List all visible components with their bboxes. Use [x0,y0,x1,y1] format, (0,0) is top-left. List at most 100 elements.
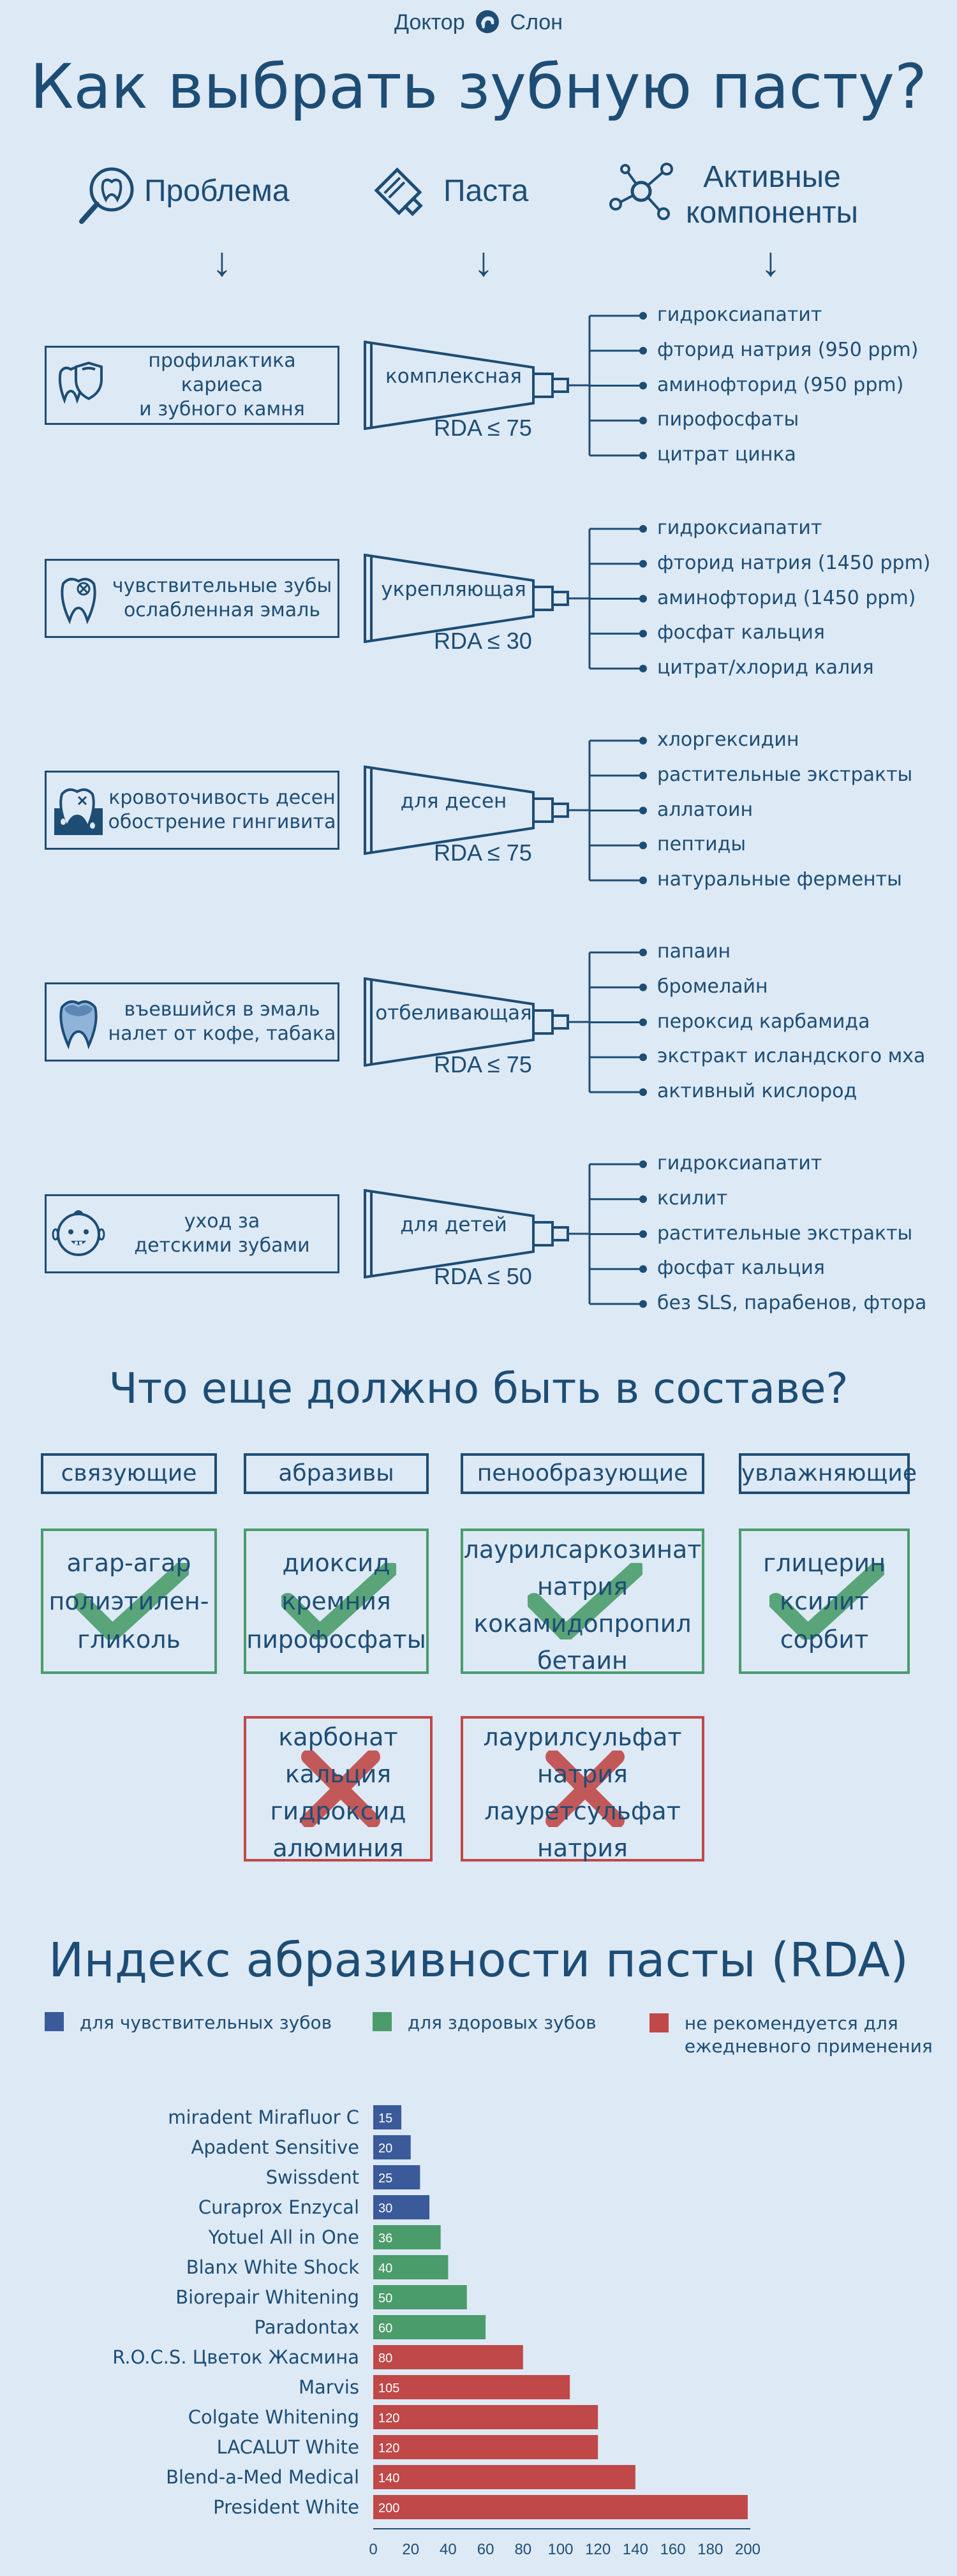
legend-label: для чувствительных зубов [79,2012,332,2033]
ingredient-name: кокамидопропил [473,1610,692,1638]
toothpaste-tube: укрепляющая [362,553,577,644]
rda-limit: RDA ≤ 50 [434,1263,532,1289]
legend-swatch [45,2012,64,2031]
ingredient-name: сорбит [780,1625,869,1654]
component-bracket [577,1160,647,1308]
bar-value-label: 40 [378,2261,392,2276]
tooth-shield-icon [58,361,103,404]
bar-value-label: 50 [378,2291,392,2306]
legend-label: не рекомендуется для ежедневного примене… [685,2012,933,2058]
bar-value-label: 36 [378,2232,392,2246]
check-icon [769,1563,884,1640]
problem-text-line: налет от кофе, табака [108,1023,336,1045]
x-tick-label: 20 [402,2541,419,2558]
toothpaste-tube: комплексная [362,340,577,431]
ingredient-category: увлажняющие [739,1453,917,1494]
component-bracket [577,737,647,884]
header-paste: Паста [443,174,529,208]
ingredient-name: ксилит [780,1587,869,1615]
ingredient-name: натрия [537,1760,628,1788]
legend-healthy: для здоровых зубов [373,2012,597,2033]
active-component-item: фосфат кальция [657,1257,825,1280]
ingredient-name: лаурилсульфат [483,1723,682,1751]
active-component-item: цитрат цинка [657,443,796,466]
paste-type-label: для десен [400,790,507,813]
rda-bar [373,2135,411,2159]
bleeding-gum-icon [54,788,103,835]
baby-face-icon [52,1210,105,1256]
header-active-components: Активные компоненты [676,159,868,231]
active-component-item: экстракт исландского мха [657,1045,926,1068]
x-tick-label: 40 [440,2541,457,2558]
active-component-item: фторид натрия (1450 ppm) [657,551,931,574]
paste-type-label: отбеливающая [375,1002,532,1025]
rda-bar [373,2345,523,2369]
component-bracket [577,312,647,459]
tube-outline-icon [364,977,577,1067]
header-active-line-1: Активные [703,160,841,194]
ingredient-category: абразивы [244,1453,429,1494]
ingredient-name: бетаин [537,1647,628,1675]
brand-label: Blend-a-Med Medical [166,2466,359,2488]
composition-title: Что еще должно быть в составе? [108,1364,849,1413]
problem-text-line: обострение гингивита [108,811,336,833]
active-component-item: растительные экстракты [657,763,913,786]
ingredient-name: гидроксид [270,1797,406,1825]
molecule-icon [609,163,673,220]
bar-value-label: 25 [378,2172,392,2186]
ingredient-category: связующие [41,1453,217,1494]
bar-value-label: 120 [378,2441,399,2455]
rda-title: Индекс абразивности пасты (RDA) [48,1933,909,1988]
bar-value-label: 105 [378,2381,399,2395]
x-tick-label: 140 [623,2541,648,2558]
ingredient-category: пенообразующие [461,1453,704,1494]
rda-bar [373,2105,402,2129]
ingredient-name: лауретсульфат [484,1797,681,1825]
active-component-item: аллатоин [657,798,753,821]
active-component-item: аминофторид (1450 ppm) [657,586,916,609]
brand-label: Apadent Sensitive [191,2136,359,2158]
bar-value-label: 15 [378,2112,392,2126]
magnifier-tooth-icon [79,167,134,224]
x-tick-label: 60 [477,2541,494,2558]
ingredient-name: агар-агар [66,1549,191,1577]
stained-tooth-icon [59,1000,98,1049]
header-active-line-2: компоненты [685,196,859,230]
cracked-tooth-icon [61,577,96,625]
brand-label: Curaprox Enzycal [198,2196,359,2218]
active-component-item: бромелайн [657,975,768,998]
cross-icon [301,1751,380,1827]
bar-value-label: 60 [378,2321,392,2335]
rda-bar [373,2225,441,2249]
paste-type-label: укрепляющая [381,578,526,601]
bar-value-label: 200 [378,2501,399,2515]
problem-text-line: и зубного камня [139,398,305,420]
check-icon [281,1563,396,1640]
problem-text-line: ослабленная эмаль [123,599,321,621]
arrow-down-icon: ↓ [760,239,781,285]
rda-bar [373,2435,598,2459]
problem-text-line: уход за [184,1210,260,1232]
x-tick-label: 0 [369,2541,377,2558]
paste-type-label: для детей [400,1213,507,1236]
problem-text-line: кровоточивость десен [108,787,336,809]
elephant-logo-icon [476,10,500,33]
header-problem: Проблема [144,174,290,208]
page-title: Как выбрать зубную пасту? [30,51,927,122]
logo-text-right: Слон [510,10,563,34]
rda-limit: RDA ≤ 30 [434,628,532,654]
problem-text-line: детскими зубами [134,1234,310,1257]
ingredient-name: гликоль [77,1625,181,1654]
problem-text-line: въевшийся в эмаль [124,998,320,1021]
legend-swatch [373,2012,392,2031]
